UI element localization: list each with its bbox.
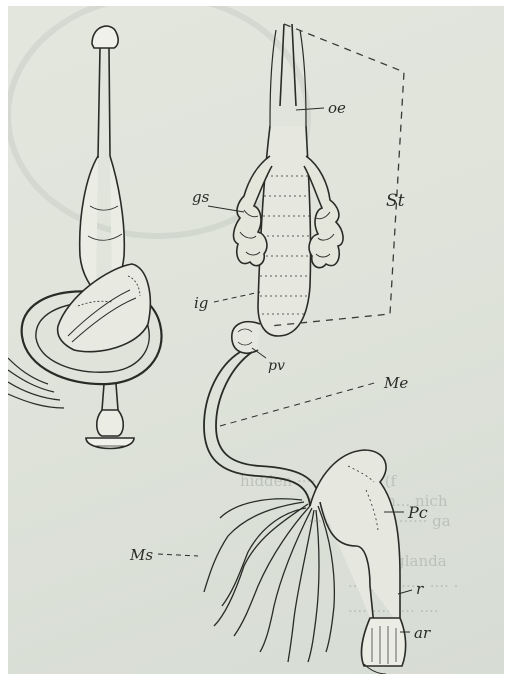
label-ar: ar	[414, 624, 431, 642]
label-ig: ig	[194, 294, 208, 312]
anal-bulb	[362, 618, 406, 666]
lower-cup	[86, 438, 134, 449]
lower-stalk	[102, 384, 118, 410]
folded-membrane	[8, 358, 64, 408]
lower-bulb	[97, 410, 124, 436]
stomach-body	[258, 126, 311, 336]
organ-stalk	[98, 48, 110, 158]
label-Me: Me	[383, 374, 408, 392]
leader-Ms	[158, 554, 198, 556]
label-r: r	[416, 580, 424, 598]
label-Ms: Ms	[129, 546, 153, 564]
pyloric-knob	[232, 322, 260, 353]
digestive-tract-figure	[204, 24, 406, 666]
label-gs: gs	[192, 188, 210, 206]
organ-cap	[92, 26, 118, 48]
oesophagus	[280, 24, 296, 106]
label-oe: oe	[328, 99, 346, 117]
anatomical-diagram: hidden ···· in a rim (f n fine, gran... …	[8, 6, 504, 674]
label-pv: pv	[268, 358, 285, 374]
leader-pv	[252, 348, 266, 358]
label-St: St	[386, 191, 405, 211]
label-Pc: Pc	[407, 503, 428, 522]
book-page: hidden ···· in a rim (f n fine, gran... …	[8, 6, 504, 674]
muscle-mass	[58, 264, 151, 352]
leader-ig	[214, 292, 260, 302]
leader-Me	[220, 382, 378, 426]
